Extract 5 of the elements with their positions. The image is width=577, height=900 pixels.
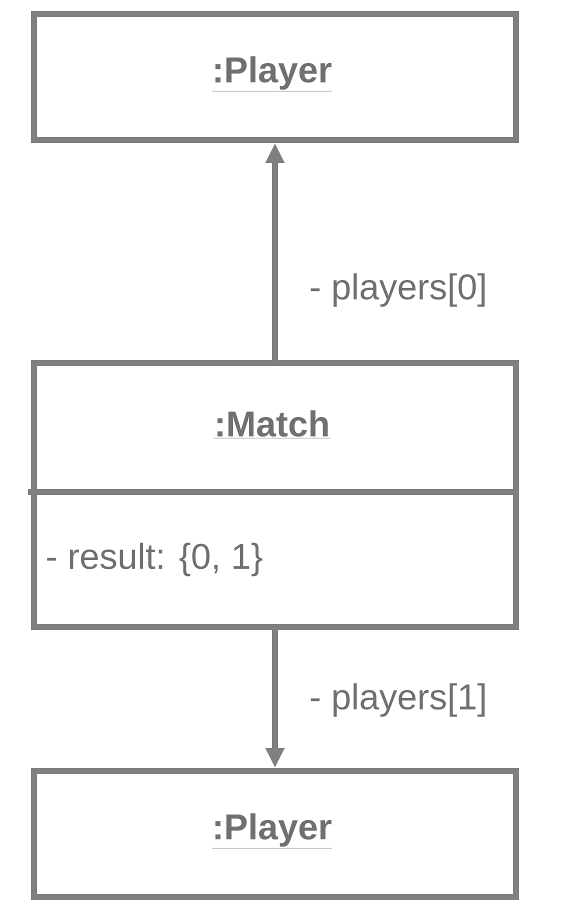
edge-label: - players[0] <box>308 272 488 308</box>
object-box: :Match - result: {0, 1} <box>28 360 519 630</box>
edge-label: - players[1] <box>308 682 488 718</box>
object-box: :Player <box>31 11 519 143</box>
object-box: :Player <box>31 768 519 900</box>
